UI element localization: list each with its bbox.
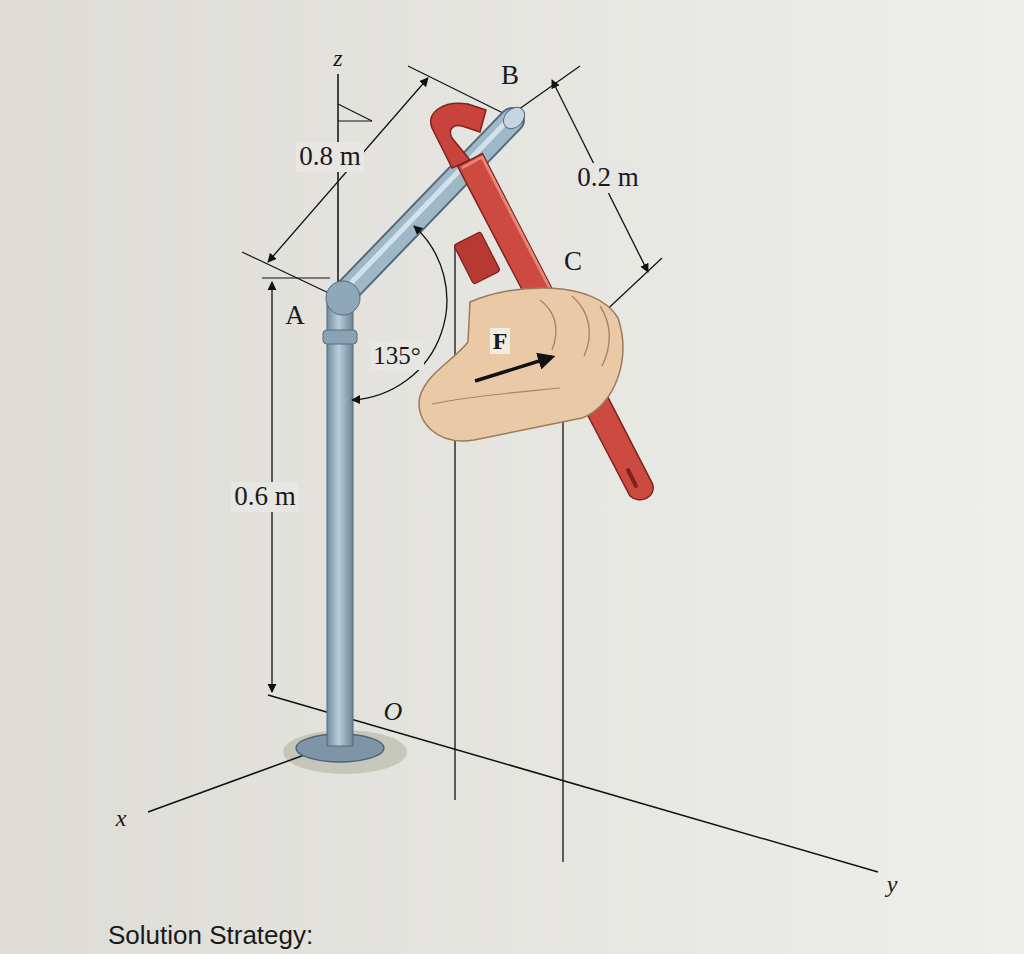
dimension-label: 0.8 m xyxy=(296,142,364,172)
pipe-coupling xyxy=(323,330,357,344)
point-label: A xyxy=(285,301,305,331)
axis-mark xyxy=(338,104,372,121)
extension-line xyxy=(515,66,580,112)
force-label: F xyxy=(490,328,511,354)
dimension-label: 0.6 m xyxy=(231,482,299,512)
pipe-end xyxy=(499,103,529,133)
force-arrow xyxy=(475,357,552,381)
projection-line xyxy=(562,352,563,862)
extension-line xyxy=(242,252,335,296)
axis-mark xyxy=(338,120,372,121)
hand xyxy=(419,288,623,441)
axis-label: y xyxy=(887,871,898,897)
point-label: C xyxy=(561,247,585,277)
finger-lines xyxy=(540,296,609,366)
axis-label: x xyxy=(116,805,127,831)
wrench-slot xyxy=(628,470,636,486)
dimension-line xyxy=(552,80,648,272)
angle-label: 135° xyxy=(370,342,424,370)
pipe-elbow xyxy=(326,281,360,315)
axis-label: z xyxy=(333,45,342,71)
vertical-pipe xyxy=(327,300,353,746)
projection-line xyxy=(454,245,455,800)
point-label: B xyxy=(501,61,519,91)
dimension-label: 0.2 m xyxy=(574,163,642,193)
origin-label: O xyxy=(384,698,403,727)
wrench-adjust-nut xyxy=(454,232,501,285)
heading-text: Solution Strategy: xyxy=(108,921,313,950)
y-axis xyxy=(268,695,878,872)
angle-arc xyxy=(352,226,447,400)
thumb-line xyxy=(432,388,560,404)
